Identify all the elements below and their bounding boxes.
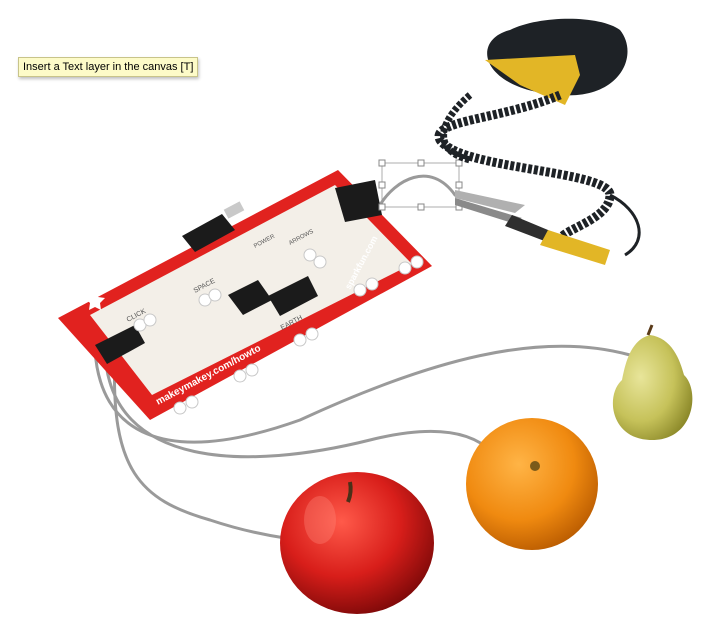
wire-to-orange[interactable] [103,350,494,459]
pear[interactable] [612,324,693,440]
header-block-bottom [268,276,318,316]
selection-handles-icon[interactable] [378,159,463,211]
orange[interactable] [466,418,598,550]
wrist-strap[interactable] [434,18,641,265]
wire-to-clip[interactable] [378,174,457,207]
wires [93,174,632,540]
microcontroller-chip [228,280,272,315]
header-block-top [182,214,235,252]
header-block-right [335,180,382,222]
wire-to-apple[interactable] [112,352,287,540]
alligator-clip[interactable] [455,190,560,245]
wire-to-pear[interactable] [93,344,632,444]
tooltip: Insert a Text layer in the canvas [T] [18,57,199,77]
usb-port [223,201,245,219]
pads [133,248,424,415]
apple[interactable] [280,472,434,614]
makey-makey-board[interactable]: OUTPUT makeymakey.com/howto sparkfun.com… [58,170,432,420]
header-block-left [95,325,145,364]
star-logo-icon [85,290,105,310]
